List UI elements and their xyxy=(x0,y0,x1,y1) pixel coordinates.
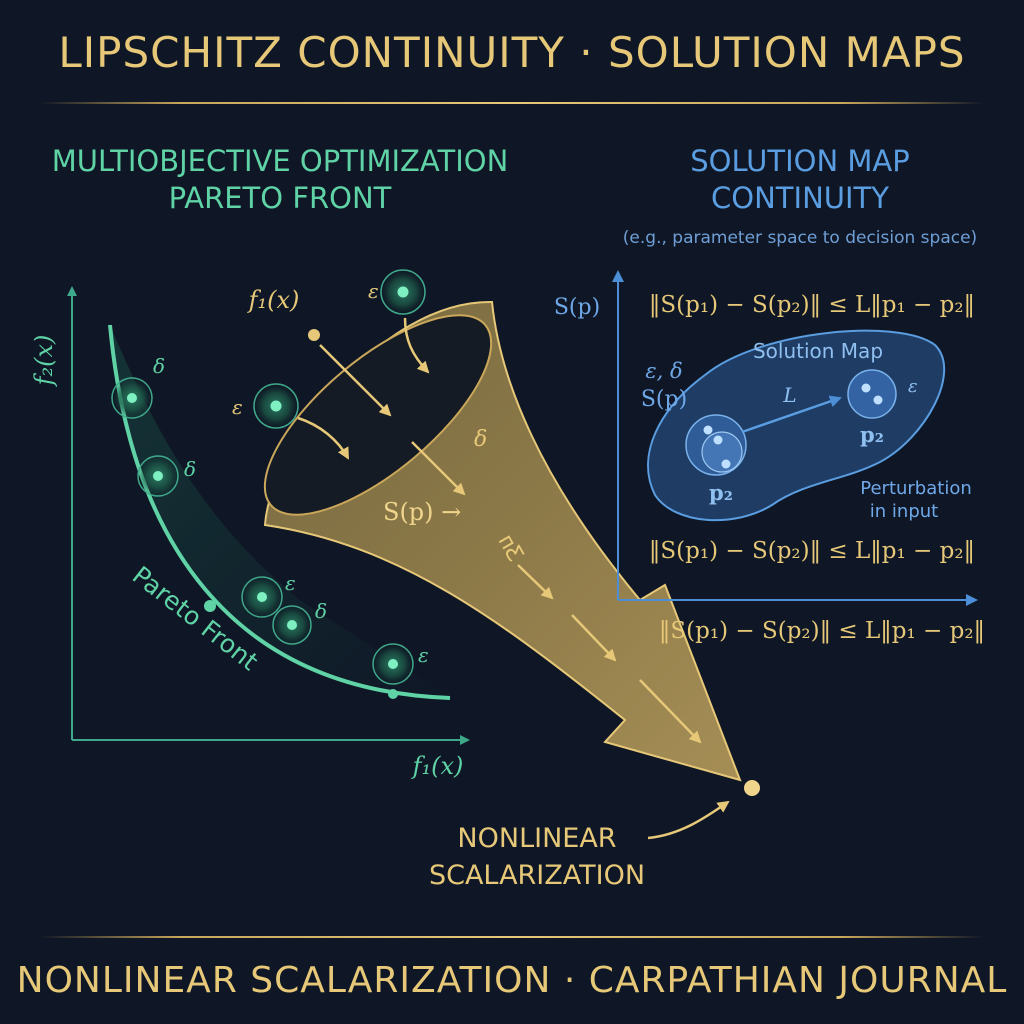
left-heading: MULTIOBJECTIVE OPTIMIZATION PARETO FRONT xyxy=(20,143,540,217)
pareto-anchor-point xyxy=(204,600,216,612)
right-heading-line1: SOLUTION MAP xyxy=(690,144,910,178)
lipschitz-arrow xyxy=(741,395,842,434)
delta-label: δ xyxy=(474,427,487,452)
epsilon-label-left: ε xyxy=(232,395,243,419)
pareto-node-label: ε xyxy=(418,643,429,667)
left-x-axis-label: f₁(x) xyxy=(411,752,464,780)
output-label-line1: NONLINEAR xyxy=(457,823,616,854)
epsilon-top-arrow xyxy=(403,317,430,374)
flow-arrow xyxy=(517,564,554,600)
funnel-mouth xyxy=(263,314,493,516)
perturbation-line2: in input xyxy=(870,501,938,522)
right-heading: SOLUTION MAP CONTINUITY xyxy=(600,143,1000,217)
pareto-node-label: δ xyxy=(315,599,327,623)
right-subtitle: (e.g., parameter space to decision space… xyxy=(622,228,978,248)
right-heading-line2: CONTINUITY xyxy=(711,181,889,216)
pareto-node xyxy=(272,605,312,645)
pareto-node xyxy=(372,643,414,685)
input-label: f₁(x) xyxy=(247,286,300,314)
flow-arrow xyxy=(571,614,617,662)
inequality-top: ‖S(p₁) − S(p₂)‖ ≤ L‖p₁ − p₂‖ xyxy=(649,292,975,318)
input-arrow xyxy=(319,344,392,417)
perturbation-line1: Perturbation xyxy=(860,478,972,499)
left-axes xyxy=(67,286,470,745)
pareto-node xyxy=(111,377,153,419)
output-point xyxy=(744,780,760,796)
epsilon-left-arrow xyxy=(297,416,350,460)
point-left-label: p₂ xyxy=(709,480,733,505)
inequality-bottom: ‖S(p₁) − S(p₂)‖ ≤ L‖p₁ − p₂‖ xyxy=(659,618,985,644)
epsilon-node-top xyxy=(380,269,426,315)
output-label-line2: SCALARIZATION xyxy=(429,860,645,891)
map-label: S(p) → xyxy=(383,498,461,526)
lipschitz-label: L xyxy=(782,383,796,407)
pareto-node-label: δ xyxy=(184,457,196,481)
pareto-end-point xyxy=(388,689,398,699)
inequality-middle: ‖S(p₁) − S(p₂)‖ ≤ L‖p₁ − p₂‖ xyxy=(649,538,975,564)
pareto-node-label: δ xyxy=(153,354,165,378)
output-arrow xyxy=(647,800,730,840)
header-divider xyxy=(40,102,984,104)
eps-delta-label: ε, δ xyxy=(645,359,682,383)
right-axes xyxy=(612,270,978,606)
left-y-axis-label: f₂(x) xyxy=(30,335,58,388)
epsilon-right-label: ε xyxy=(908,376,918,397)
sp-label: S(p) xyxy=(641,387,687,412)
pareto-node-label: ε xyxy=(285,571,296,595)
pareto-node xyxy=(137,455,179,497)
right-y-axis-label: S(p) xyxy=(554,295,600,320)
flow-arrow xyxy=(639,679,702,744)
blob-title: Solution Map xyxy=(753,339,883,363)
point-right-label: p₂ xyxy=(860,422,884,447)
delta-arrow xyxy=(411,441,466,496)
left-heading-line1: MULTIOBJECTIVE OPTIMIZATION xyxy=(51,144,509,178)
epsilon-label-top: ε xyxy=(368,279,379,303)
pareto-node xyxy=(241,576,283,618)
solution-cluster-right xyxy=(847,369,897,419)
footer-divider xyxy=(40,936,984,938)
footer-title: NONLINEAR SCALARIZATION · CARPATHIAN JOU… xyxy=(16,960,1008,1001)
epsilon-node-left xyxy=(253,383,299,429)
input-point xyxy=(308,329,320,341)
solution-cluster-left xyxy=(685,414,747,476)
page-title: LIPSCHITZ CONTINUITY · SOLUTION MAPS xyxy=(58,28,966,77)
left-heading-line2: PARETO FRONT xyxy=(168,181,392,216)
